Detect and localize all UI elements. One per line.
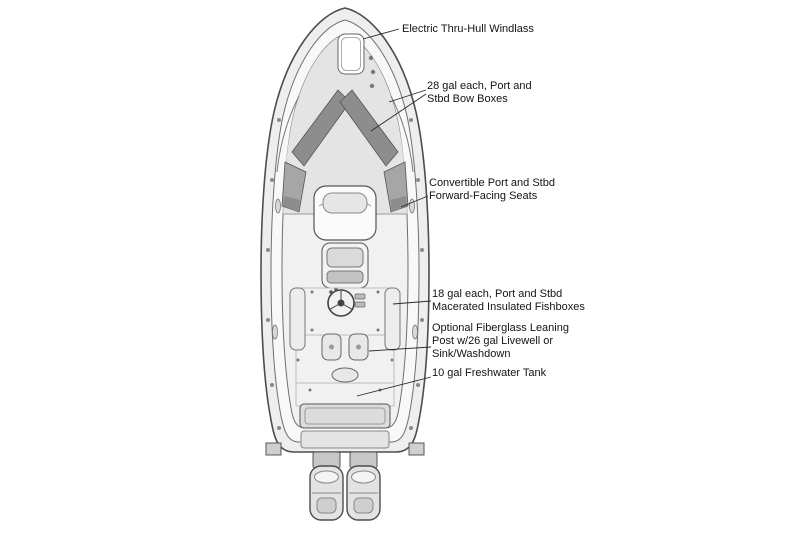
bow-deck-area [283, 34, 407, 214]
callout-fishboxes: 18 gal each, Port and Stbd Macerated Ins… [432, 288, 585, 313]
bow-shadow-lines [276, 95, 414, 173]
leader-bow-box-port [370, 93, 427, 132]
port-fishbox-hatch [289, 287, 306, 351]
leaning-post-livewell [321, 333, 369, 383]
center-console [313, 185, 377, 289]
bow-boxes [291, 89, 399, 167]
bow-drain-dots [368, 55, 376, 89]
port-engine [309, 465, 344, 521]
callout-bow-boxes: 28 gal each, Port and Stbd Bow Boxes [427, 80, 532, 105]
cleats [272, 198, 418, 340]
leader-windlass [362, 28, 400, 40]
console-windshield [322, 192, 368, 214]
windlass-hatch [337, 33, 365, 75]
hull-fitting-dots [266, 118, 424, 430]
engine-mounts [312, 451, 378, 469]
trim-tabs [265, 442, 425, 456]
leader-leaning-post [368, 346, 432, 352]
callout-leaning-post: Optional Fiberglass Leaning Post w/26 ga… [432, 322, 569, 360]
callout-windlass: Electric Thru-Hull Windlass [402, 23, 534, 35]
aft-bench [299, 403, 391, 429]
console-seat-base [326, 270, 364, 284]
leader-bow-box-stbd [388, 89, 427, 103]
leader-fishboxes [392, 300, 432, 305]
callout-forward-seats: Convertible Port and Stbd Forward-Facing… [429, 177, 555, 202]
stbd-bow-box [339, 89, 399, 167]
stbd-engine [346, 465, 381, 521]
forward-facing-seats [281, 161, 409, 213]
stbd-seat-pad [390, 196, 407, 212]
console-seat-cushion [326, 247, 364, 268]
leader-freshwater-tank [356, 376, 432, 397]
callout-freshwater-tank: 10 gal Freshwater Tank [432, 367, 547, 379]
splashwell [300, 430, 390, 449]
stbd-fishbox-hatch [384, 287, 401, 351]
helm-switch-panels [329, 287, 366, 308]
callout-leader-lines [356, 28, 432, 397]
port-seat-pad [283, 196, 300, 212]
sink-basin [331, 367, 359, 383]
leader-forward-seats [400, 195, 429, 208]
helm-wheel [327, 289, 355, 317]
